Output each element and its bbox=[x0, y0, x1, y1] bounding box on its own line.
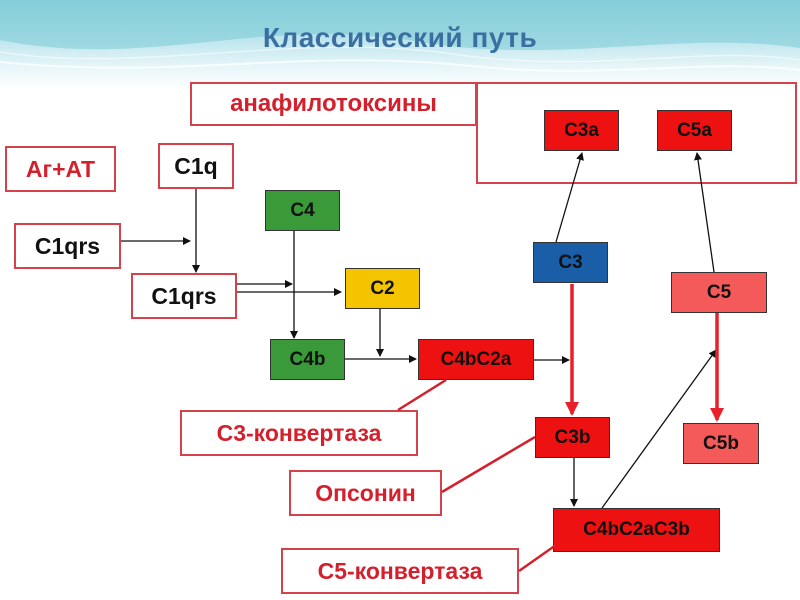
c3b-node: C3b bbox=[535, 417, 610, 458]
c4bc2a-node: C4bC2a bbox=[418, 339, 534, 380]
c4-node: C4 bbox=[265, 190, 340, 231]
c1qrs-node-active: C1qrs bbox=[131, 273, 237, 319]
c4bc2ac3b-node: C4bC2aC3b bbox=[553, 508, 720, 552]
connector-c5-convertase bbox=[518, 543, 557, 573]
page-title: Классический путь bbox=[262, 22, 538, 53]
c3-convertase-label: С3-конвертаза bbox=[180, 410, 418, 456]
c5-node: C5 bbox=[671, 272, 767, 313]
header-wave-decoration bbox=[0, 0, 800, 72]
c5-convertase-label: С5-конвертаза bbox=[281, 548, 519, 594]
opsonin-label: Опсонин bbox=[289, 470, 442, 516]
header-background bbox=[0, 0, 800, 90]
c1q-node: C1q bbox=[158, 143, 234, 189]
arrow-c5-to-c5a bbox=[694, 152, 715, 273]
anaphylatoxins-region bbox=[476, 82, 797, 184]
c2-node: C2 bbox=[345, 268, 420, 309]
anaphylatoxins-label: анафилотоксины bbox=[190, 82, 477, 126]
c5a-node: C5a bbox=[657, 110, 732, 151]
c1qrs-node-top: C1qrs bbox=[14, 223, 121, 269]
arrow-c3-to-c3a bbox=[555, 152, 584, 243]
c3a-node: C3a bbox=[544, 110, 619, 151]
c4b-node: C4b bbox=[270, 339, 345, 380]
arrow-c4bc2ac3b-to-c5 bbox=[601, 349, 717, 509]
c5b-node: C5b bbox=[683, 423, 759, 464]
c3-node: C3 bbox=[533, 242, 608, 283]
antigen-antibody-label: Аг+АТ bbox=[5, 146, 116, 192]
connector-c3-convertase bbox=[397, 378, 447, 412]
connector-opsonin bbox=[441, 435, 536, 494]
